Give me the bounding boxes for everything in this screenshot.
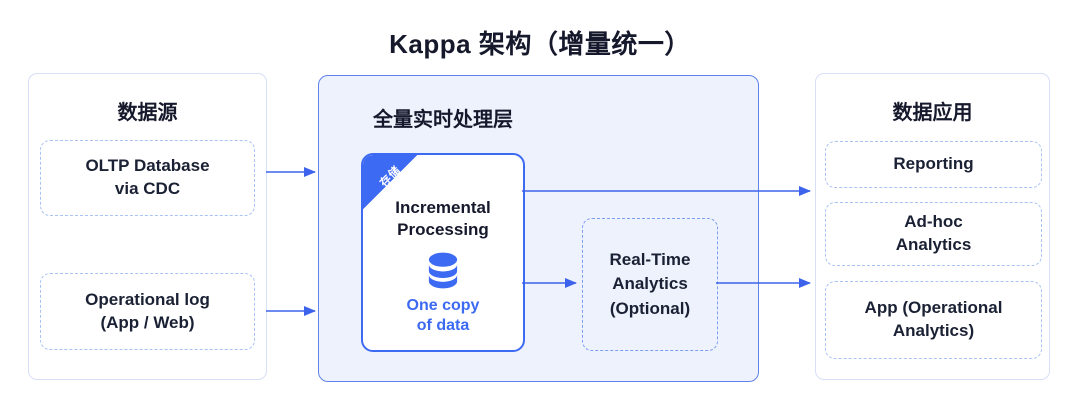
panel-processing-layer: 全量实时处理层 存储 Incremental Processing One co… <box>318 75 759 382</box>
diagram-title: Kappa 架构（增量统一） <box>389 29 691 59</box>
one-copy-of-data-label: One copy of data <box>406 297 480 334</box>
panel-data-applications-title: 数据应用 <box>892 102 973 124</box>
storage-ribbon: 存储 <box>363 155 417 209</box>
node-app-operational-analytics: App (Operational Analytics) <box>825 281 1042 359</box>
node-reporting: Reporting <box>825 141 1042 188</box>
panel-processing-title: 全量实时处理层 <box>373 109 513 131</box>
incremental-processing-label: Incremental Processing <box>395 198 491 240</box>
node-oltp-database: OLTP Database via CDC <box>40 140 255 216</box>
node-realtime-analytics: Real-Time Analytics (Optional) <box>582 218 718 351</box>
node-adhoc-analytics: Ad-hoc Analytics <box>825 202 1042 266</box>
node-operational-log: Operational log (App / Web) <box>40 273 255 350</box>
database-icon <box>428 252 458 289</box>
node-incremental-processing: 存储 Incremental Processing One copy of da… <box>361 153 525 352</box>
panel-data-sources-title: 数据源 <box>117 102 178 124</box>
panel-data-sources: 数据源 OLTP Database via CDC Operational lo… <box>28 73 267 380</box>
panel-data-applications: 数据应用 Reporting Ad-hoc Analytics App (Ope… <box>815 73 1050 380</box>
